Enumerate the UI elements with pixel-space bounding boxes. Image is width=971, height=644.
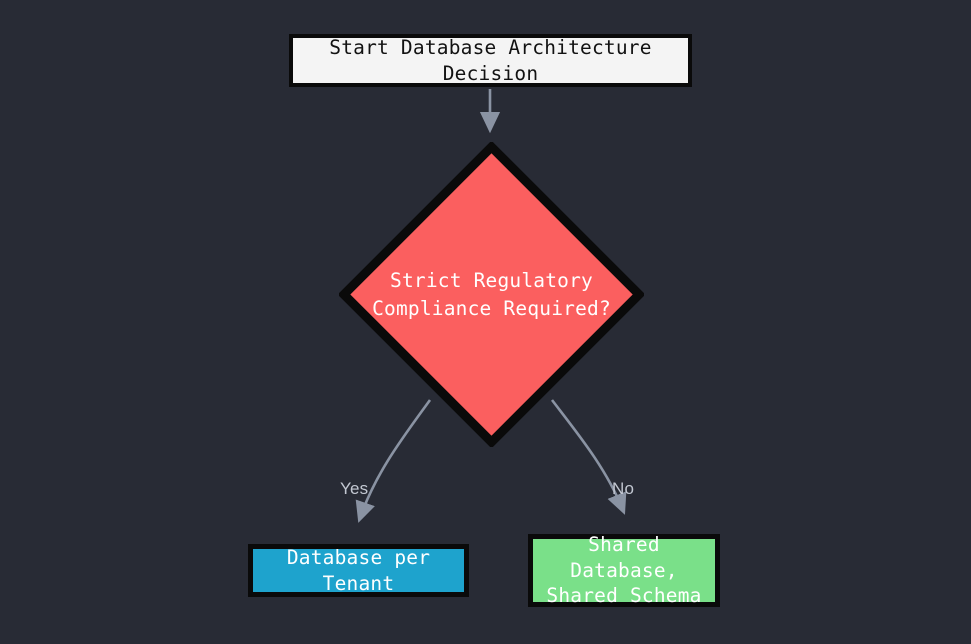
diamond-shape xyxy=(339,142,644,447)
node-decision-strict-regulatory-compliance[interactable]: Strict Regulatory Compliance Required? xyxy=(339,142,644,447)
edge-label-yes: Yes xyxy=(340,479,369,498)
node-decision-label: Strict Regulatory Compliance Required? xyxy=(372,268,611,320)
node-start-database-architecture-decision[interactable]: Start Database Architecture Decision xyxy=(289,34,692,87)
node-shared-database-shared-schema[interactable]: Shared Database, Shared Schema xyxy=(528,533,720,607)
node-database-per-tenant[interactable]: Database per Tenant xyxy=(248,544,469,597)
edge-label-no: No xyxy=(612,479,635,498)
